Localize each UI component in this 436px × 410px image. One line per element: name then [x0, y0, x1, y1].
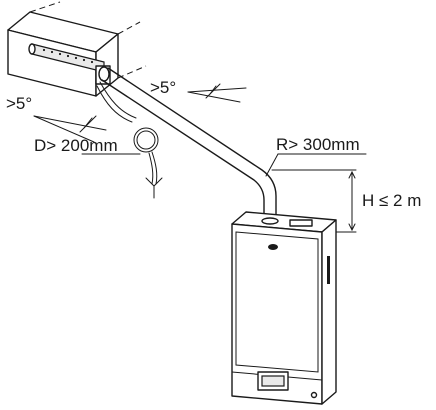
- distributor-end-cap: [28, 43, 36, 55]
- loop-diameter-label: D> 200mm: [34, 136, 118, 155]
- condensate-drain-line: [148, 152, 154, 185]
- bend-radius-label: R> 300mm: [276, 135, 360, 154]
- unit-side-face: [321, 219, 337, 405]
- power-indicator-icon: [310, 391, 318, 399]
- slope-line: [187, 87, 247, 93]
- top-fitting: [289, 219, 313, 227]
- condensate-hose-line: [96, 85, 133, 123]
- slope-line: [33, 115, 107, 131]
- height-limit-label: H ≤ 2 m: [362, 191, 421, 210]
- unit-front-panel: [235, 231, 319, 373]
- drain-symbol-icon: [145, 177, 163, 199]
- dimension-arrow-icon: [348, 170, 356, 179]
- hose-outlet: [261, 217, 279, 225]
- duct-continuation-dash: [117, 21, 141, 35]
- condensate-hose-line: [99, 81, 137, 119]
- slope-arrow-tick: [79, 115, 97, 133]
- condensate-hose: [96, 81, 163, 199]
- slope-indicator-upper: >5°: [150, 78, 247, 103]
- condensate-loop: [133, 127, 159, 153]
- brand-logo-icon: [268, 244, 278, 250]
- side-vent-icon: [327, 256, 330, 284]
- duct-continuation-dash: [117, 65, 147, 79]
- bend-radius-callout: R> 300mm: [265, 135, 367, 177]
- dimension-arrow-icon: [348, 223, 356, 232]
- distributor-holes: [42, 48, 94, 64]
- humidifier-unit: [231, 211, 337, 405]
- steam-hose-lower-edge: [101, 79, 265, 223]
- display-screen: [261, 375, 285, 387]
- steam-hose: [101, 67, 277, 223]
- slope-indicator-left: >5°: [6, 94, 107, 143]
- connector-ring: [98, 66, 110, 82]
- condensate-loop-inner: [136, 130, 156, 150]
- slope-line: [187, 91, 241, 103]
- steam-distributor-pipe: [28, 43, 105, 73]
- slope-line: [33, 115, 95, 143]
- loop-diameter-callout: D> 200mm: [34, 136, 141, 155]
- angle-label-left: >5°: [6, 94, 32, 113]
- leader-line: [265, 153, 279, 177]
- condensate-drain-line: [151, 151, 158, 185]
- duct-continuation-dash: [29, 1, 61, 13]
- steam-hose-upper-edge: [107, 67, 277, 223]
- slope-arrow-tick: [205, 83, 221, 99]
- angle-label-upper: >5°: [150, 78, 176, 97]
- duct-connector: [95, 65, 111, 85]
